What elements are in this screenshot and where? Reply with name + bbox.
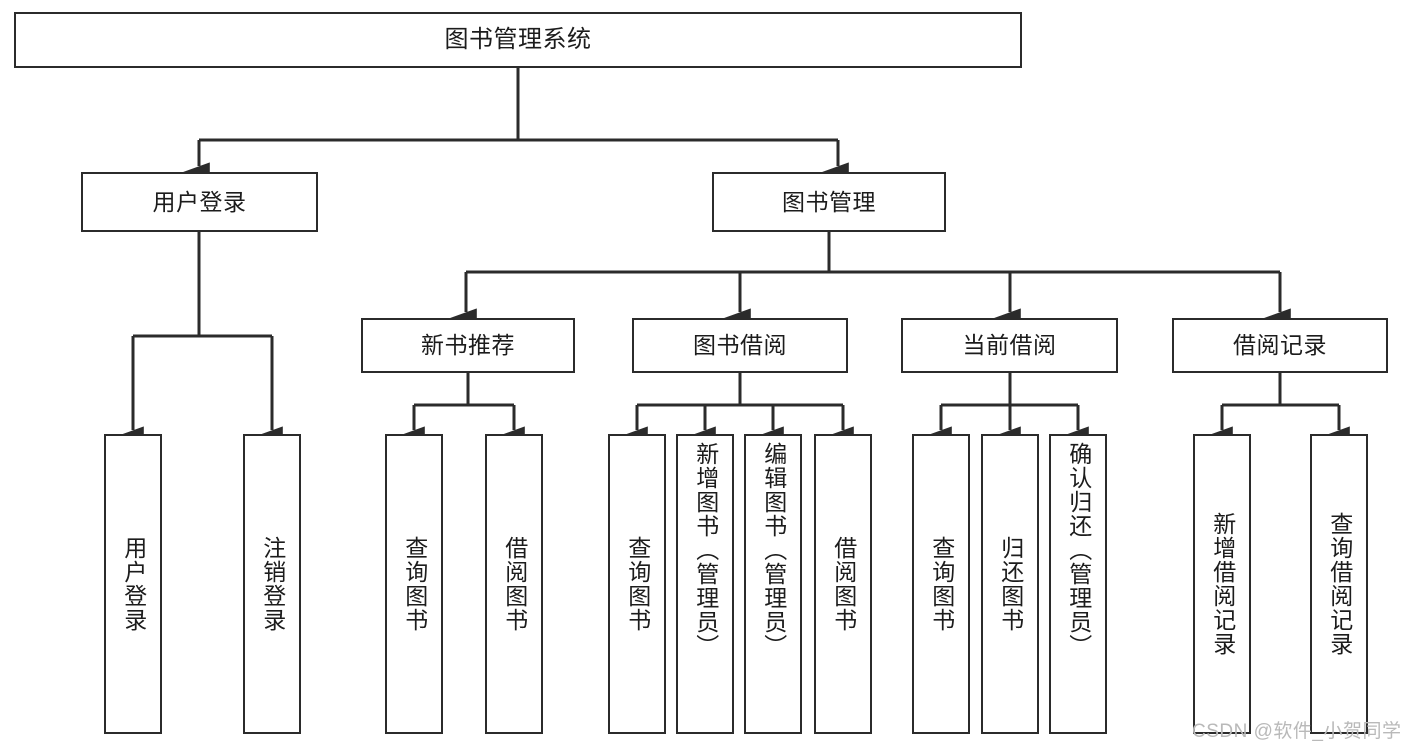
node-label: 查询图书: [928, 536, 955, 632]
leaf-confirm-return-admin[interactable]: 确认归还（管理员）: [1049, 434, 1107, 734]
node-label: 借阅记录: [1233, 332, 1327, 359]
leaf-borrow-book[interactable]: 借阅图书: [814, 434, 872, 734]
node-label: 查询图书: [624, 536, 651, 632]
node-label: 新增借阅记录: [1209, 512, 1236, 656]
node-current-borrow[interactable]: 当前借阅: [901, 318, 1118, 373]
leaf-query-book-recommend[interactable]: 查询图书: [385, 434, 443, 734]
leaf-query-book-borrow[interactable]: 查询图书: [608, 434, 666, 734]
node-root-system[interactable]: 图书管理系统: [14, 12, 1022, 68]
leaf-add-book-admin[interactable]: 新增图书（管理员）: [676, 434, 734, 734]
node-label: 新增图书（管理员）: [692, 442, 719, 658]
node-label: 图书管理系统: [444, 26, 592, 54]
node-label: 图书借阅: [693, 332, 787, 359]
node-user-login[interactable]: 用户登录: [81, 172, 318, 232]
node-borrow-record[interactable]: 借阅记录: [1172, 318, 1388, 373]
node-label: 查询图书: [401, 536, 428, 632]
leaf-return-book[interactable]: 归还图书: [981, 434, 1039, 734]
leaf-query-borrow-record[interactable]: 查询借阅记录: [1310, 434, 1368, 734]
node-label: 归还图书: [997, 536, 1024, 632]
node-new-book-recommend[interactable]: 新书推荐: [361, 318, 575, 373]
leaf-logout[interactable]: 注销登录: [243, 434, 301, 734]
watermark: CSDN @软件_小贺同学: [1192, 721, 1402, 742]
node-label: 查询借阅记录: [1326, 512, 1353, 656]
node-label: 借阅图书: [501, 536, 528, 632]
node-book-borrow[interactable]: 图书借阅: [632, 318, 848, 373]
node-label: 用户登录: [120, 536, 147, 632]
node-label: 当前借阅: [962, 332, 1057, 359]
leaf-borrow-book-recommend[interactable]: 借阅图书: [485, 434, 543, 734]
node-label: 编辑图书（管理员）: [760, 442, 787, 658]
leaf-user-login[interactable]: 用户登录: [104, 434, 162, 734]
leaf-add-borrow-record[interactable]: 新增借阅记录: [1193, 434, 1251, 734]
node-label: 借阅图书: [830, 536, 857, 632]
node-label: 新书推荐: [421, 332, 515, 359]
node-label: 注销登录: [259, 536, 286, 632]
leaf-query-book-current[interactable]: 查询图书: [912, 434, 970, 734]
node-label: 确认归还（管理员）: [1065, 442, 1092, 658]
leaf-edit-book-admin[interactable]: 编辑图书（管理员）: [744, 434, 802, 734]
node-label: 用户登录: [152, 188, 247, 215]
node-book-management[interactable]: 图书管理: [712, 172, 946, 232]
node-label: 图书管理: [782, 188, 876, 215]
